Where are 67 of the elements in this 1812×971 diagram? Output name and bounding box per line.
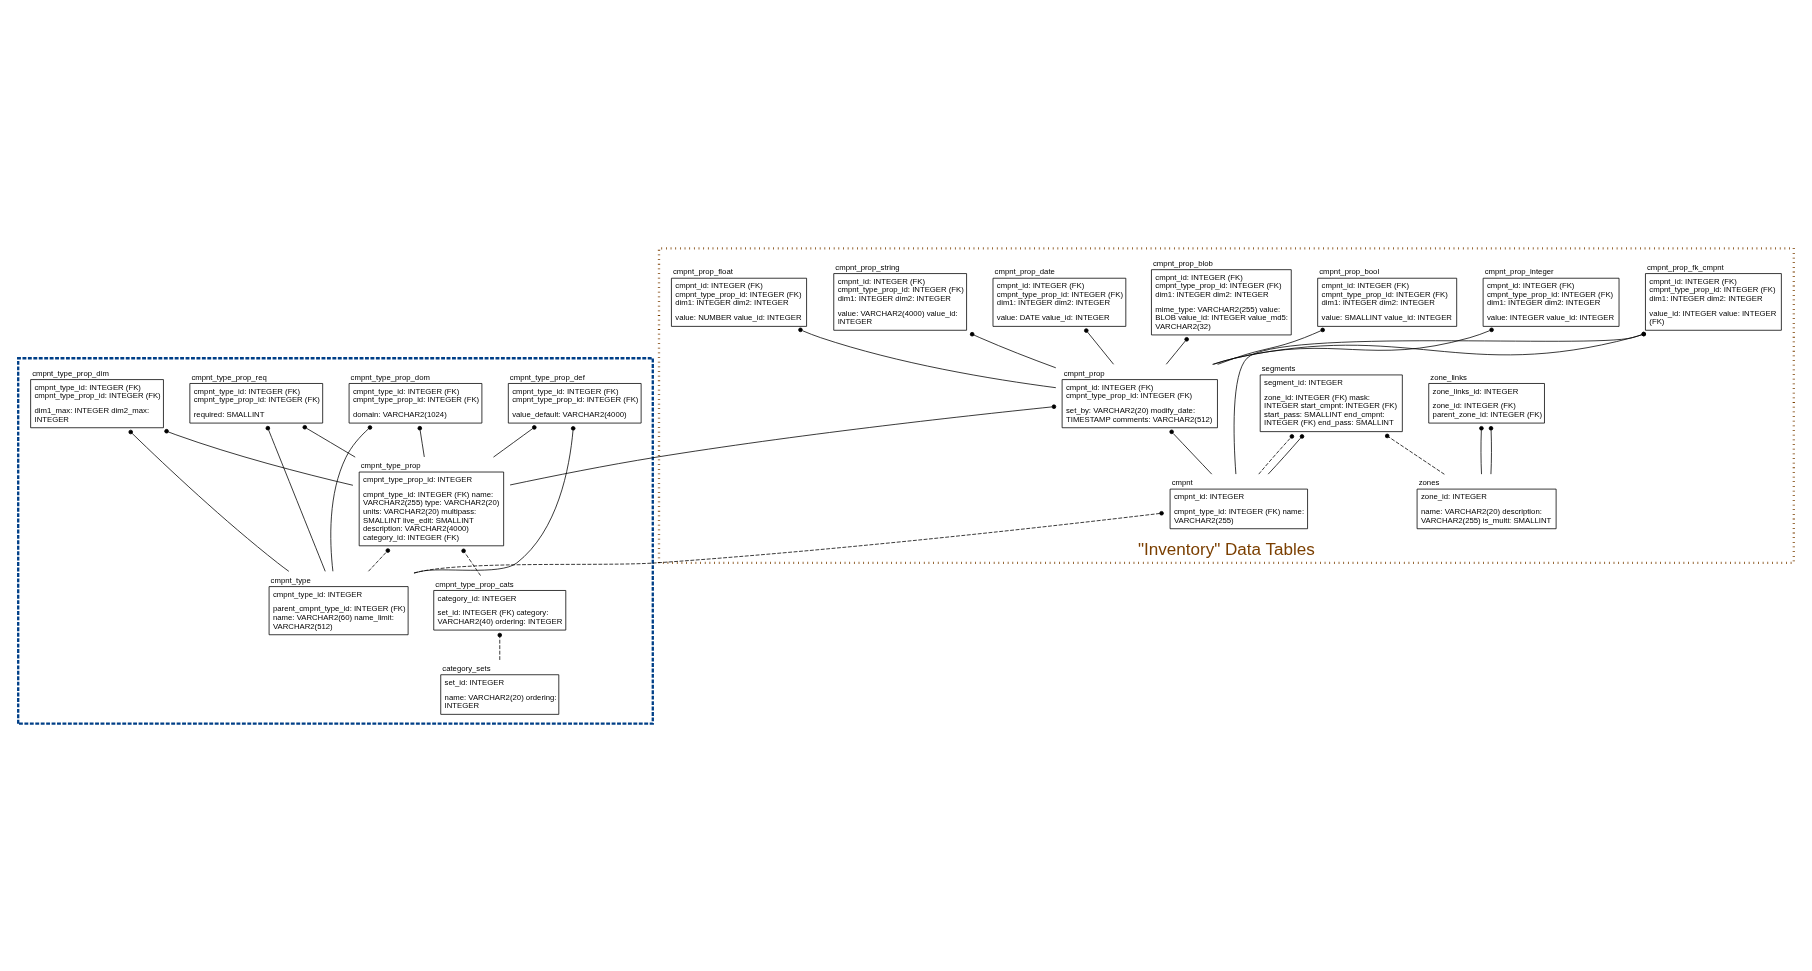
node-box: cmpnt_id: INTEGER (FK) cmpnt_type_prop_id: INTEGER (FK) set_by: VARCHAR2(20) modify_date: TIMESTAMP comments: VARCHAR2(512)	[1061, 378, 1218, 428]
node-label: zones	[1418, 477, 1440, 487]
connector	[1267, 433, 1305, 475]
connector	[164, 428, 354, 486]
connector	[302, 424, 356, 457]
node-label: cmpnt_prop_fk_cmpnt	[1647, 262, 1724, 272]
node-box: cmpnt_id: INTEGER (FK) cmpnt_type_prop_id: INTEGER (FK) dim1: INTEGER dim2: INTEGER value: VARCHAR2(4000) value_id: INTEGER	[833, 272, 967, 331]
node-label: segments	[1261, 363, 1296, 373]
node-label: cmpnt_prop_float	[672, 266, 733, 276]
node-label: cmpnt	[1171, 477, 1193, 487]
node-box: cmpnt_id: INTEGER (FK) cmpnt_type_prop_id: INTEGER (FK) dim1: INTEGER dim2: INTEGER value_id: INTEGER value: INTEGER (FK)	[1645, 272, 1782, 331]
node-box: category_id: INTEGER set_id: INTEGER (FK) category: VARCHAR2(40) ordering: INTEGER	[433, 589, 567, 630]
connector	[417, 425, 425, 457]
connector	[798, 327, 1057, 388]
cluster	[17, 356, 654, 725]
node-box: segment_id: INTEGER zone_id: INTEGER (FK) mask: INTEGER start_cmpnt: INTEGER (FK) start_pass: SMALLINT end_cmpnt: INTEGER (FK) end_pass: SMALLINT	[1259, 374, 1403, 432]
node-box: cmpnt_type_id: INTEGER (FK) cmpnt_type_prop_id: INTEGER (FK) value_default: VARCHAR2(4000)	[507, 382, 642, 423]
node-box: cmpnt_type_id: INTEGER (FK) cmpnt_type_prop_id: INTEGER (FK) dim1_max: INTEGER dim2_max: INTEGER	[30, 378, 164, 428]
connector	[1488, 425, 1494, 475]
connector	[1479, 425, 1484, 475]
node-label: category_sets	[442, 663, 491, 673]
connector	[330, 424, 373, 572]
node-box: cmpnt_id: INTEGER cmpnt_type_id: INTEGER (FK) name: VARCHAR2(255)	[1169, 488, 1308, 529]
node-label: cmpnt_type_prop	[360, 460, 421, 470]
node-label: zone_links	[1430, 372, 1467, 382]
node-box: cmpnt_id: INTEGER (FK) cmpnt_type_prop_id: INTEGER (FK) dim1: INTEGER dim2: INTEGER value: INTEGER value_id: INTEGER	[1482, 277, 1620, 327]
node-label: cmpnt_type_prop_def	[509, 372, 585, 382]
connector	[969, 331, 1057, 368]
connector	[461, 548, 481, 576]
node-label: cmpnt_prop_bool	[1319, 266, 1380, 276]
connector	[1169, 429, 1213, 475]
connector	[413, 425, 576, 573]
node-box: cmpnt_id: INTEGER (FK) cmpnt_type_prop_id: INTEGER (FK) dim1: INTEGER dim2: INTEGER mime_type: VARCHAR2(255) value: BLOB value_id: INTEGER value_md5: VARCHAR2(32)	[1151, 268, 1292, 335]
connector	[1384, 433, 1445, 475]
node-label: cmpnt_type_prop_req	[191, 372, 267, 382]
node-label: cmpnt_type	[270, 575, 311, 585]
connector	[1084, 327, 1114, 365]
connector	[368, 547, 391, 572]
node-box: cmpnt_type_prop_id: INTEGER cmpnt_type_id: INTEGER (FK) name: VARCHAR2(255) type: VARCHAR2(20) units: VARCHAR2(20) multipass: SMALLINT live_edit: SMALLINT description: VARCHAR2(4000) category_id: INTEGER (FK)	[358, 471, 505, 546]
node-label: cmpnt_prop_integer	[1484, 266, 1554, 276]
node-box: zone_id: INTEGER name: VARCHAR2(20) description: VARCHAR2(255) is_multi: SMALLINT	[1416, 488, 1557, 529]
node-label: cmpnt_type_prop_cats	[435, 579, 514, 589]
node-box: cmpnt_type_id: INTEGER parent_cmpnt_type_id: INTEGER (FK) name: VARCHAR2(60) name_limit: VARCHAR2(512)	[268, 585, 409, 635]
connector	[1212, 327, 1494, 365]
node-label: cmpnt_prop_date	[994, 266, 1055, 276]
node-box: zone_links_id: INTEGER zone_id: INTEGER (FK) parent_zone_id: INTEGER (FK)	[1428, 382, 1545, 423]
connector	[1165, 336, 1189, 365]
connector	[1212, 331, 1646, 365]
connector	[497, 632, 502, 660]
node-box: cmpnt_type_id: INTEGER (FK) cmpnt_type_prop_id: INTEGER (FK) domain: VARCHAR2(1024)	[348, 382, 483, 423]
connector	[493, 424, 537, 457]
node-box: cmpnt_id: INTEGER (FK) cmpnt_type_prop_id: INTEGER (FK) dim1: INTEGER dim2: INTEGER value: NUMBER value_id: INTEGER	[671, 277, 807, 327]
connector	[128, 429, 290, 572]
node-box: cmpnt_type_id: INTEGER (FK) cmpnt_type_prop_id: INTEGER (FK) required: SMALLINT	[189, 382, 324, 423]
node-box: cmpnt_id: INTEGER (FK) cmpnt_type_prop_id: INTEGER (FK) dim1: INTEGER dim2: INTEGER value: SMALLINT value_id: INTEGER	[1317, 277, 1458, 327]
node-box: cmpnt_id: INTEGER (FK) cmpnt_type_prop_id: INTEGER (FK) dim1: INTEGER dim2: INTEGER value: DATE value_id: INTEGER	[992, 277, 1127, 327]
connector	[1258, 433, 1295, 475]
node-label: cmpnt_type_prop_dim	[32, 368, 109, 378]
connector	[1217, 327, 1325, 365]
node-label: cmpnt_prop_string	[835, 262, 900, 272]
node-box: set_id: INTEGER name: VARCHAR2(20) ordering: INTEGER	[440, 673, 560, 715]
connector	[1233, 331, 1646, 474]
node-label: cmpnt_type_prop_dom	[350, 372, 430, 382]
connector	[509, 403, 1057, 485]
connector	[265, 425, 326, 572]
node-label: cmpnt_prop	[1063, 368, 1105, 378]
node-label: cmpnt_prop_blob	[1153, 258, 1213, 268]
